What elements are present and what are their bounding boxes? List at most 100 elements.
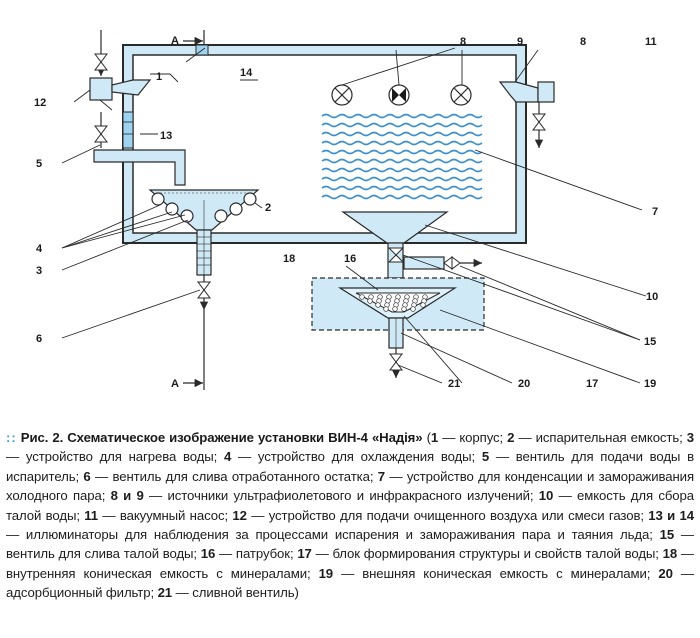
uv-lamp-left [331,84,353,106]
label-1: 1 [156,71,162,83]
section-label-top: А [171,35,179,47]
caption-item-number: 20 [658,565,673,581]
label-4: 4 [36,243,43,255]
caption-item-number: 12 [232,507,247,523]
caption-item: 18 — внутренняя коническая емкость с мин… [6,546,694,580]
caption-item: 8 и 9 — источники ультрафиолетового и ин… [111,488,539,503]
caption-item: 7 — устройство для конденсации и замораж… [6,469,694,503]
installation-diagram: А А [34,30,658,390]
uv-lamp-right [450,84,472,106]
leader-lines [61,47,647,384]
condenser-waves [321,113,483,200]
caption-title: Рис. 2. Схематическое изображение устано… [20,430,423,445]
gas-supply-device [89,30,152,101]
caption-item-number: 1 [430,430,439,445]
evaporator-vessel [148,189,260,276]
caption-item-text: — устройство для конденсации и заморажив… [6,468,694,504]
drain-valve [389,348,403,378]
caption-item: 10 — емкость для сбора талой воды; [6,488,694,522]
caption-item-text: — иллюминаторы для наблюдения за процесс… [6,527,660,543]
label-14: 14 [240,67,253,79]
condenser-wave-line [321,185,483,191]
caption-marker-icon: :: [6,430,17,445]
caption-item-number: 4 [224,449,232,465]
caption-item: 13 и 14 — иллюминаторы для наблюдения за… [6,508,694,542]
label-15: 15 [644,336,656,348]
caption-item-number: 21 [157,585,173,601]
caption-item: 4 — устройство для охлаждения воды; [224,449,482,464]
caption-item: 12 — устройство для подачи очищенного во… [232,508,648,523]
condenser-wave-line [321,113,483,119]
label-17: 17 [586,378,598,390]
caption-item: 1 — корпус; [431,430,507,445]
caption-item: 6 — вентиль для слива отработанного оста… [83,469,377,484]
caption-item-text: — сливной вентиль [172,585,295,601]
mineral-granule [375,302,381,308]
figure-caption: ::Рис. 2. Схематическое изображение уста… [6,430,695,601]
label-19: 19 [644,378,656,390]
label-16: 16 [344,253,356,265]
caption-item: 3 — устройство для нагрева воды; [6,430,694,464]
label-6: 6 [36,333,42,345]
caption-item-number: 17 [297,546,312,562]
caption-item: 2 — испарительная емкость; [507,430,687,445]
caption-item-text: — вентиль для подачи воды в испаритель; [6,449,695,484]
section-line [183,30,205,390]
section-label-bottom: А [171,378,179,390]
caption-item-number: 2 [507,430,515,445]
caption-item-text: — внешняя коническая емкость с минералам… [333,565,659,581]
label-21: 21 [448,378,460,390]
label-7: 7 [652,206,658,218]
mineral-granule [359,294,365,300]
caption-item-text: — патрубок; [215,546,298,562]
caption-item-number: 11 [84,507,99,523]
caption-item: 17 — блок формирования структуры и свойс… [297,546,662,561]
condenser-wave-line [321,131,483,137]
ir-lamp [388,84,410,106]
mineral-granule [392,306,398,312]
caption-item-text: — адсорбционный фильтр; [6,565,694,601]
label-10: 10 [646,291,658,303]
caption-item-number: 5 [481,449,490,465]
caption-item: 19 — внешняя коническая емкость с минера… [319,566,659,581]
caption-item-number: 8 и 9 [110,488,144,504]
caption-item-number: 16 [200,546,216,562]
vacuum-pump [498,81,555,148]
heating-cooling-elements [151,192,257,223]
caption-item: 11 — вакуумный насос; [84,508,232,523]
condenser-wave-line [321,194,483,200]
caption-item: 16 — патрубок; [201,546,298,561]
condenser-wave-line [321,167,483,173]
condenser-wave-line [321,149,483,155]
label-12: 12 [34,97,46,109]
label-2: 2 [265,202,271,214]
condenser-wave-line [321,122,483,128]
caption-item-text: — испарительная емкость; [514,430,687,445]
mineral-granule [367,298,373,304]
caption-item: 20 — адсорбционный фильтр; [6,566,694,600]
condenser-wave-line [321,176,483,182]
label-5: 5 [36,158,42,170]
mineral-granule [401,306,407,312]
caption-item-text: — внутренняя коническая емкость с минера… [6,546,695,581]
caption-item-number: 19 [318,565,334,581]
caption-item-text: — устройство для нагрева воды; [6,449,224,465]
caption-item-text: — блок формирования структуры и свойств … [311,546,663,562]
caption-item-number: 6 [83,468,91,484]
caption-item-text: — источники ультрафиолетового и инфракра… [143,488,539,504]
structuring-block [311,277,485,349]
mineral-granule [383,306,389,312]
label-8-right: 8 [580,36,586,48]
caption-item: 5 — вентиль для подачи воды в испаритель… [6,449,694,483]
label-13: 13 [160,130,172,142]
label-11: 11 [645,36,657,48]
condenser-wave-line [321,140,483,146]
label-8-left: 8 [460,36,466,48]
caption-item-number: 7 [377,468,386,484]
caption-item: 21 — сливной вентиль [158,585,295,600]
label-20: 20 [518,378,530,390]
caption-item-number: 10 [538,488,554,504]
residue-drain-valve [197,275,211,310]
caption-item-number: 18 [662,546,678,562]
condenser-wave-line [321,158,483,164]
